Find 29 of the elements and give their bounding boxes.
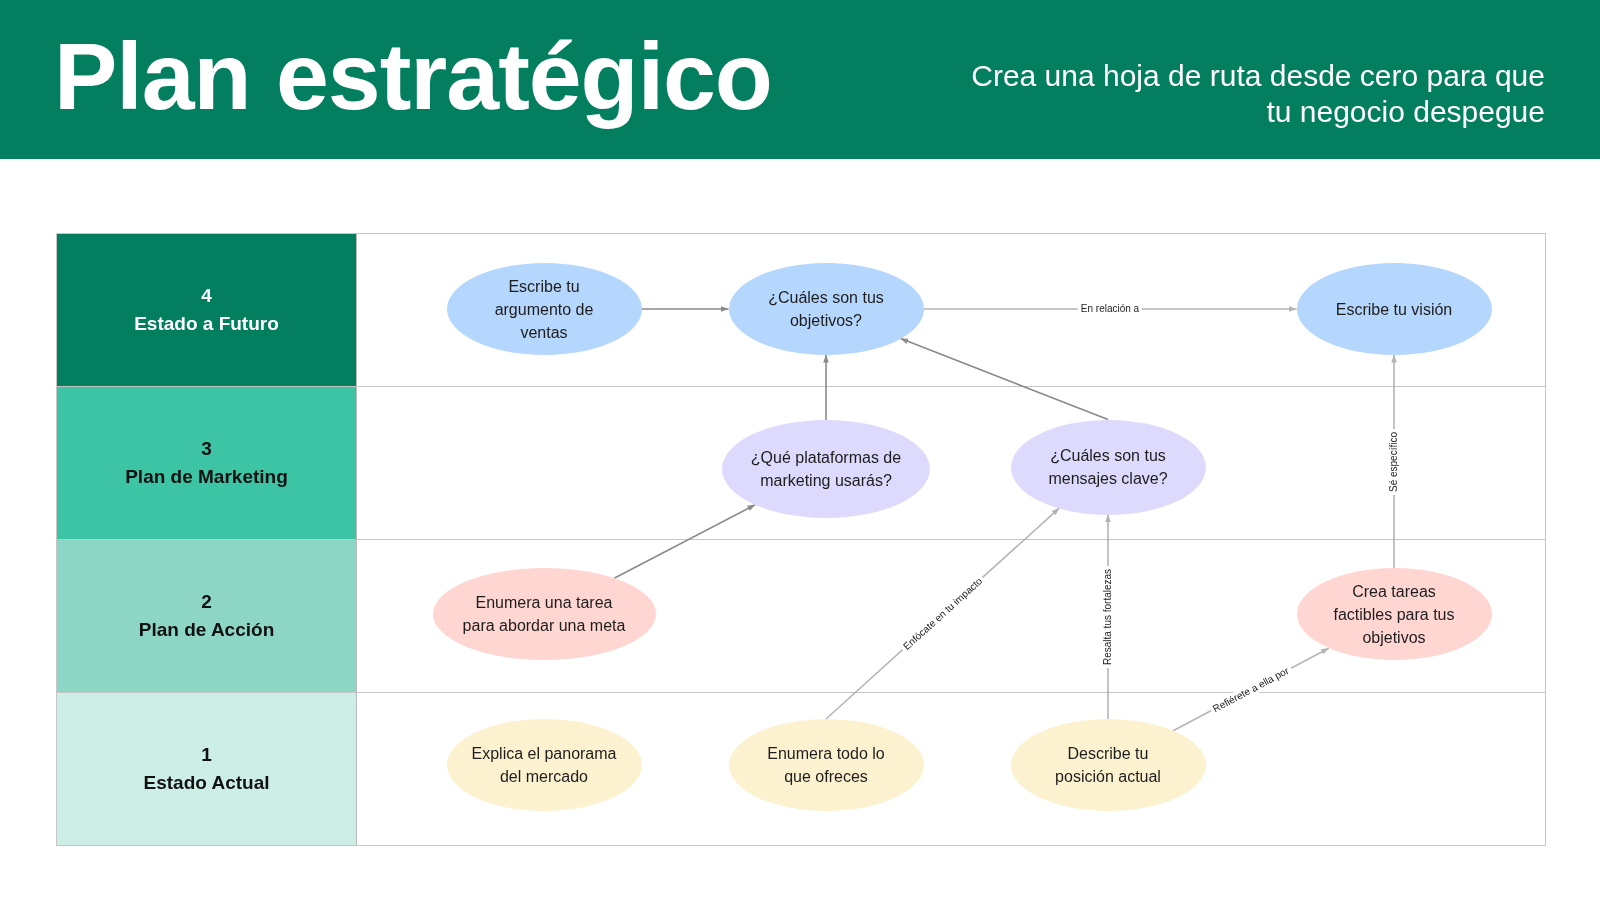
edge-label: Resalta tus fortalezas: [1102, 565, 1114, 668]
lane-title: Estado a Futuro: [134, 312, 279, 336]
lane-number: 3: [201, 437, 212, 461]
node-text: Crea tareas factibles para tus objetivos: [1332, 581, 1456, 648]
lane-title: Estado Actual: [143, 771, 270, 795]
node-text: Escribe tu visión: [1335, 299, 1453, 320]
page-title: Plan estratégico: [54, 22, 772, 131]
arrow: [640, 306, 730, 312]
swimlane: [56, 386, 1546, 540]
node-text: Escribe tu argumento de ventas: [493, 276, 595, 343]
node-text: ¿Cuáles son tus objetivos?: [767, 288, 885, 331]
node-text: Explica el panorama del mercado: [470, 744, 618, 787]
lane-number: 2: [201, 590, 212, 614]
lane-title: Plan de Marketing: [125, 465, 288, 489]
page-subtitle: Crea una hoja de ruta desde cero para que tu negocio despegue: [970, 58, 1545, 130]
lane-title: Plan de Acción: [138, 618, 275, 642]
node-text: Enumera todo lo que ofreces: [766, 744, 886, 787]
node-text: Describe tu posición actual: [1054, 744, 1162, 787]
lane-number: 4: [201, 284, 212, 308]
lane-number: 1: [201, 743, 212, 767]
node-text: ¿Qué plataformas de marketing usarás?: [749, 448, 903, 491]
node-text: Enumera una tarea para abordar una meta: [461, 593, 627, 636]
arrow: [823, 354, 829, 421]
arrow: [899, 337, 1109, 421]
swimlane: [56, 233, 1546, 387]
edge-label: Sé específico: [1388, 428, 1400, 495]
edge-label: En relación a: [1077, 303, 1143, 315]
arrow: [613, 504, 756, 580]
node-text: ¿Cuáles son tus mensajes clave?: [1047, 446, 1169, 489]
